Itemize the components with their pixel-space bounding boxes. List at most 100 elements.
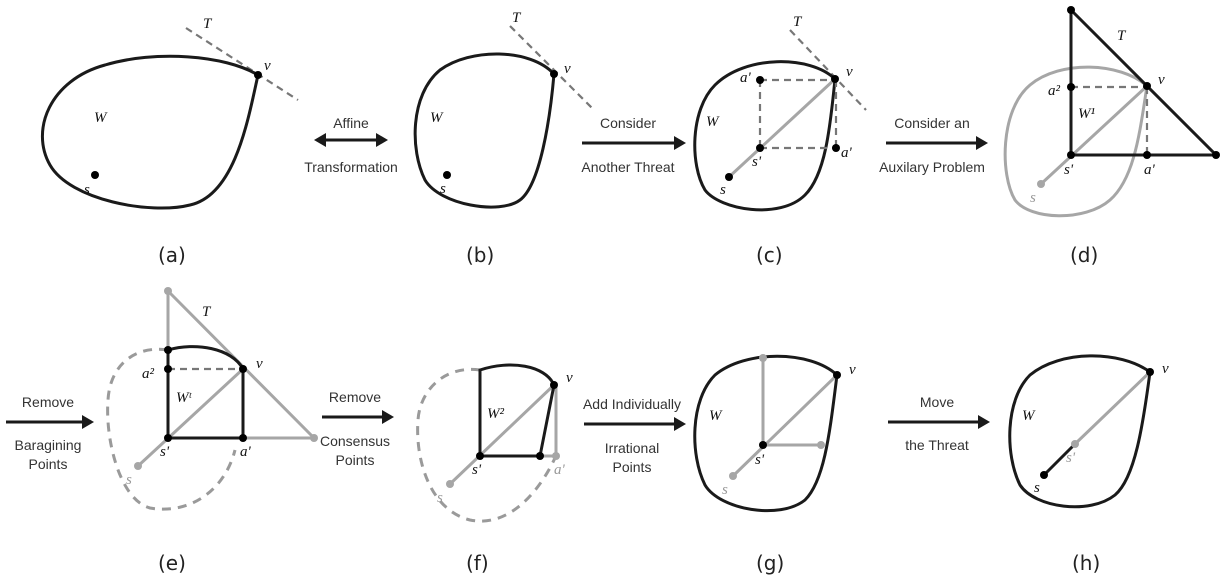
arrow-cd-label-2: Auxilary Problem [879, 159, 985, 175]
label-W: W [430, 110, 444, 126]
panel-c: T v a' W s' a' s (c) [693, 14, 867, 267]
label-s: s [1030, 190, 1036, 206]
label-T: T [512, 10, 522, 26]
point-v [1146, 368, 1154, 376]
label-T: T [1117, 28, 1127, 44]
caption-d: (d) [1070, 243, 1098, 267]
arrow-ef-label-2: Consensus [320, 433, 390, 449]
label-W: W [706, 114, 720, 130]
set-W-boundary [693, 354, 839, 513]
point-s1 [1067, 151, 1075, 159]
point-s [446, 480, 454, 488]
label-s1: s' [1064, 162, 1074, 178]
label-s: s [720, 182, 726, 198]
point-s [1037, 180, 1045, 188]
removed-boundary [416, 367, 557, 523]
label-v: v [256, 356, 263, 372]
arrow-gh: Move the Threat [888, 394, 990, 453]
point-s [1040, 471, 1048, 479]
arrow-e-label-1: Remove [22, 394, 74, 410]
arrow-e-label-2: Baragining [15, 437, 82, 453]
segment-s-v [727, 77, 837, 179]
label-s1: s' [755, 452, 765, 468]
label-Wt: Wᵗ [176, 390, 192, 406]
arrow-cd-label-1: Consider an [894, 115, 970, 131]
arrow-bc-label-1: Consider [600, 115, 656, 131]
point-a2 [164, 365, 172, 373]
label-v: v [1158, 72, 1165, 88]
label-s: s [84, 182, 90, 198]
panel-b: T v W s (b) [413, 10, 593, 267]
arrow-fg-label-3: Points [613, 459, 652, 475]
label-T: T [202, 304, 212, 320]
label-s: s [437, 490, 443, 506]
label-v: v [846, 64, 853, 80]
label-v: v [1162, 361, 1169, 377]
label-s: s [1034, 480, 1040, 496]
panel-g: v W s' s (g) [693, 354, 856, 575]
label-W1: W¹ [1078, 106, 1095, 122]
caption-f: (f) [466, 551, 489, 575]
point-s1 [1071, 440, 1079, 448]
arrow-ab-label-2: Transformation [304, 159, 398, 175]
segment-s-v [136, 367, 245, 468]
caption-h: (h) [1072, 551, 1100, 575]
arrow-e-label-3: Points [29, 456, 68, 472]
point-a2 [756, 76, 764, 84]
segment-s-v [1039, 84, 1149, 186]
label-s: s [722, 482, 728, 498]
label-a1: a' [1144, 162, 1156, 178]
arrow-ab: Affine Transformation [304, 115, 398, 175]
arrow-ef-label-3: Points [336, 452, 375, 468]
point-s [134, 462, 142, 470]
panel-f: v W² s' a' s (f) [416, 363, 573, 575]
arrow-ab-label-1: Affine [333, 115, 369, 131]
arrow-gh-label-2: the Threat [905, 437, 969, 453]
label-s: s [440, 181, 446, 197]
point-v [550, 381, 558, 389]
tangent-line-T [509, 25, 593, 109]
point-v [254, 71, 262, 79]
panel-h: v W s' s (h) [1008, 354, 1169, 575]
set-W-boundary [1008, 354, 1152, 509]
label-s1: s' [160, 444, 170, 460]
panel-a: T v W s (a) [40, 16, 299, 267]
label-a1: a' [240, 444, 252, 460]
tangent-line-T [789, 29, 867, 111]
point-s1 [756, 144, 764, 152]
label-a1: a' [554, 462, 566, 478]
label-v: v [564, 61, 571, 77]
arrow-fg: Add Individually Irrational Points [583, 396, 686, 475]
arrow-ef: Remove Consensus Points [320, 389, 394, 468]
label-W: W [709, 408, 723, 424]
set-W-boundary [693, 60, 837, 212]
panel-d: T v a² W¹ s' a' s (d) [1003, 6, 1220, 267]
caption-b: (b) [466, 243, 494, 267]
caption-c: (c) [756, 243, 783, 267]
label-s: s [126, 472, 132, 488]
arrow-cd: Consider an Auxilary Problem [879, 115, 988, 175]
point-a2 [1067, 83, 1075, 91]
tangent-line-T [185, 27, 299, 101]
segment-s1-v [1073, 370, 1152, 446]
point-s1 [476, 452, 484, 460]
point-v [831, 75, 839, 83]
point-a1 [832, 144, 840, 152]
panel-e: T v a² Wᵗ s' a' s (e) [106, 287, 318, 575]
label-W: W [94, 110, 108, 126]
point-s [91, 171, 99, 179]
point-v [1143, 82, 1151, 90]
arrow-bc-label-2: Another Threat [581, 159, 674, 175]
label-v: v [849, 362, 856, 378]
point-s1 [759, 441, 767, 449]
point-a1 [552, 452, 560, 460]
arrow-into-e: Remove Baragining Points [6, 394, 94, 472]
point-s1 [164, 434, 172, 442]
caption-e: (e) [158, 551, 186, 575]
arrow-ef-label-1: Remove [329, 389, 381, 405]
point-s [729, 472, 737, 480]
label-a2: a² [142, 366, 155, 382]
point-s [443, 171, 451, 179]
arrow-fg-label-2: Irrational [605, 440, 659, 456]
